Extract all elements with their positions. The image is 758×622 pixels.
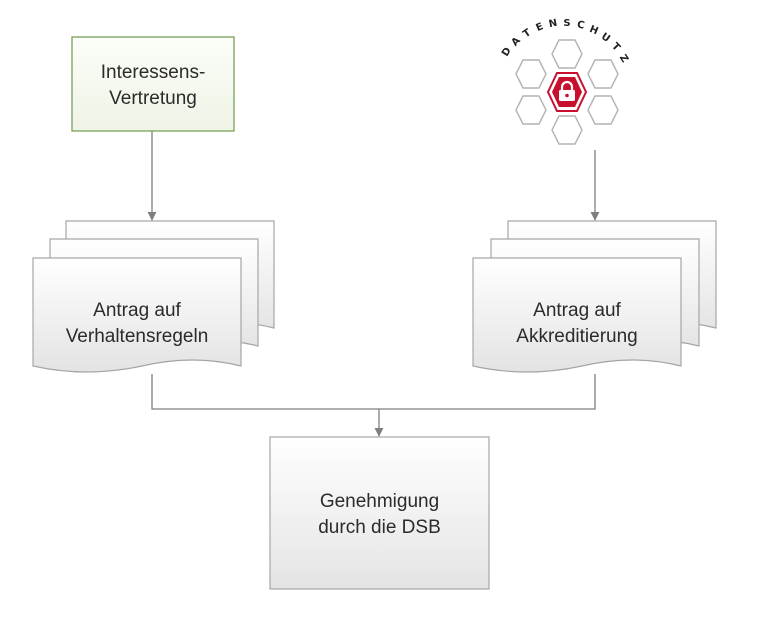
- connector-right-to-merge: [379, 374, 596, 410]
- hexagon-cluster: [515, 39, 619, 145]
- logo-letter: E: [534, 21, 545, 34]
- logo-letter: T: [521, 27, 533, 40]
- document-sheet: [32, 257, 242, 373]
- hexagon: [551, 115, 583, 145]
- logo-letter: T: [609, 41, 622, 54]
- hexagon: [587, 59, 619, 89]
- code-of-conduct-line2: Verhaltensregeln: [65, 326, 209, 347]
- hexagon: [551, 39, 583, 69]
- connectors: [147, 131, 600, 437]
- accreditation-document-stack: [472, 220, 717, 373]
- code-of-conduct-request-label: Antrag auf Verhaltensregeln: [33, 298, 241, 350]
- code-of-conduct-document-stack: [32, 220, 275, 373]
- logo-letter: U: [599, 31, 612, 45]
- approval-box: [269, 436, 490, 590]
- hexagon: [587, 95, 619, 125]
- logo-letter: S: [563, 18, 570, 29]
- logo-letter: A: [510, 35, 523, 48]
- interest-group-label: Interessens- Vertretung: [72, 60, 234, 112]
- interest-group-line2: Vertretung: [109, 88, 197, 109]
- accreditation-line2: Akkreditierung: [516, 326, 638, 347]
- hexagon: [515, 59, 547, 89]
- logo-letter: C: [576, 19, 585, 31]
- accreditation-request-label: Antrag auf Akkreditierung: [473, 298, 681, 350]
- hexagon: [515, 95, 547, 125]
- padlock-icon: [559, 80, 575, 101]
- document-sheet: [472, 257, 682, 373]
- approval-label: Genehmigung durch die DSB: [270, 489, 489, 541]
- interest-group-box: [71, 36, 235, 132]
- approval-line2: durch die DSB: [318, 517, 441, 538]
- logo-letter: Z: [617, 53, 630, 65]
- approval-line1: Genehmigung: [319, 491, 440, 512]
- code-of-conduct-line1: Antrag auf: [93, 300, 181, 321]
- logo-letter: N: [548, 18, 558, 30]
- accreditation-line1: Antrag auf: [533, 300, 621, 321]
- interest-group-line1: Interessens-: [100, 62, 206, 83]
- logo-letter: H: [588, 24, 600, 37]
- connector-left-to-merge: [151, 374, 379, 410]
- logo-letter: D: [500, 46, 514, 59]
